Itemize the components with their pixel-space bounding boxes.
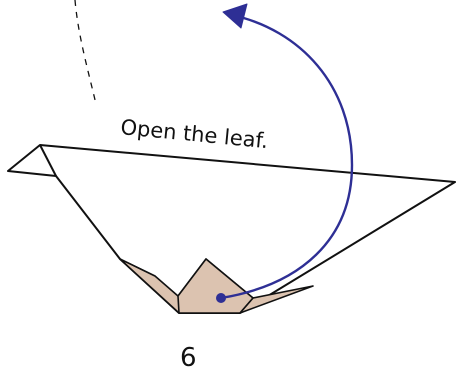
curved-arrow-icon — [219, 13, 354, 300]
tip-crease — [39, 144, 57, 177]
instruction-label: Open the leaf. — [120, 115, 270, 153]
dashed-fold-line — [74, 0, 97, 105]
inner-crease-1 — [119, 258, 156, 277]
arrow-start-dot — [216, 293, 226, 303]
arrowhead-icon — [222, 3, 248, 29]
inner-crease-2 — [239, 297, 254, 314]
step-number: 6 — [180, 343, 197, 373]
